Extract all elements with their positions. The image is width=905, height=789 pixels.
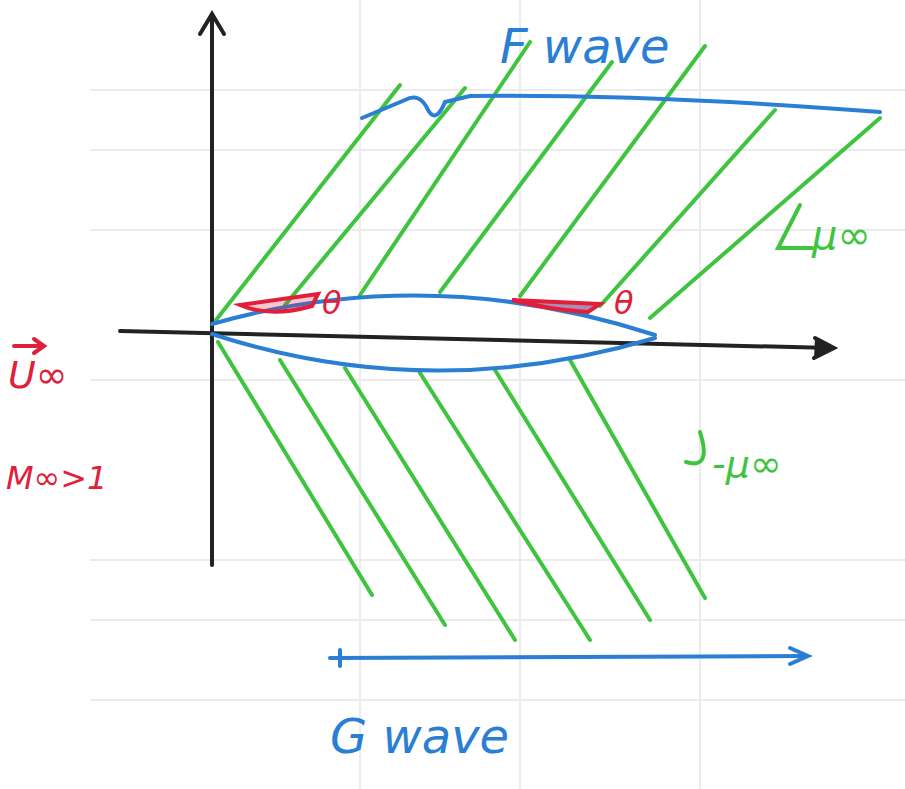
- wave-markers: [330, 96, 880, 666]
- mach-angle-label: -μ∞: [712, 445, 782, 483]
- theta-label: θ: [322, 287, 342, 319]
- theta-angles: [240, 294, 600, 312]
- mach-angle-label: μ∞: [812, 215, 871, 255]
- wave-label: G wave: [330, 712, 509, 760]
- wave-label: F wave: [500, 22, 669, 70]
- background-grid: [90, 0, 905, 789]
- velocity-vector-arrow: [14, 339, 44, 353]
- mu-angle-marks: [686, 205, 812, 463]
- theta-label: θ: [614, 287, 634, 319]
- freestream-velocity-label: U∞: [8, 356, 67, 394]
- mach-number-label: M∞>1: [6, 462, 107, 494]
